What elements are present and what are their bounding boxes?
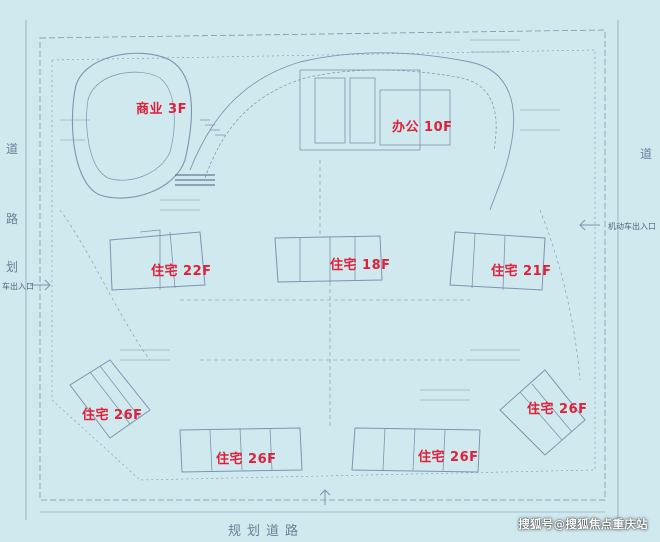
building-label-residential-26f-right: 住宅 26F [527, 402, 588, 417]
west-vehicle-entrance-label: 车出入口 [2, 282, 34, 291]
west-road-char-1: 道 [6, 142, 19, 156]
east-road-char-1: 道 [640, 147, 653, 161]
building-label-residential-21f: 住宅 21F [491, 264, 552, 279]
east-vehicle-entrance-label: 机动车出入口 [608, 222, 656, 231]
south-road-name: 规划道路 [228, 524, 305, 539]
building-label-residential-18f: 住宅 18F [330, 258, 391, 273]
building-label-commercial-3f: 商业 3F [136, 102, 187, 117]
building-label-residential-26f-center-right: 住宅 26F [418, 450, 479, 465]
west-road-char-3: 划 [6, 260, 19, 274]
building-label-office-10f: 办公 10F [392, 120, 453, 135]
west-road-char-2: 路 [6, 212, 19, 226]
watermark: 搜狐号@搜狐焦点重庆站 [518, 517, 648, 531]
building-label-residential-22f: 住宅 22F [151, 264, 212, 279]
building-label-residential-26f-left: 住宅 26F [82, 408, 143, 423]
building-label-residential-26f-center-left: 住宅 26F [216, 452, 277, 467]
